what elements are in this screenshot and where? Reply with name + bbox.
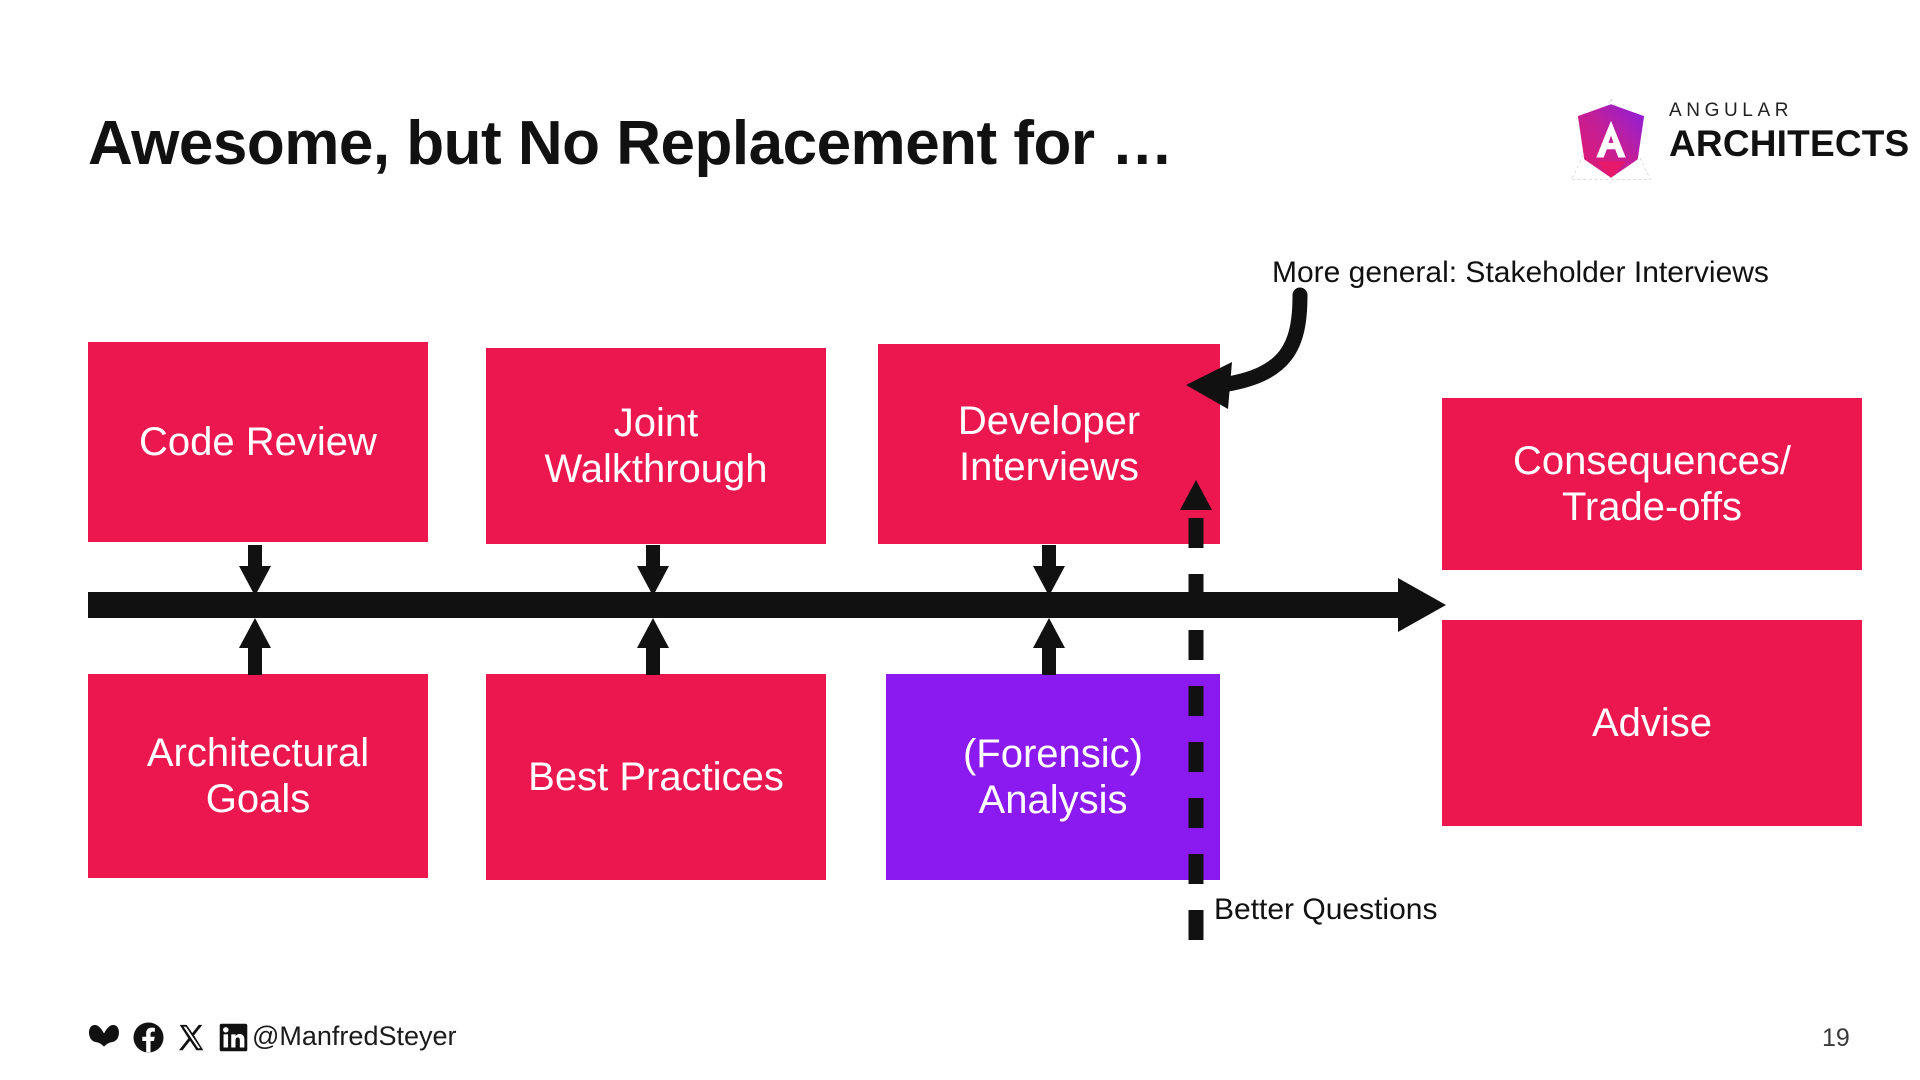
box-architectural-goals[interactable]: Architectural Goals — [88, 674, 428, 878]
up-arrow-icons — [239, 618, 1065, 675]
bluesky-icon[interactable] — [88, 1024, 120, 1052]
box-code-review[interactable]: Code Review — [88, 342, 428, 542]
page-title: Awesome, but No Replacement for … — [88, 109, 1173, 178]
annotation-stakeholder-interviews: More general: Stakeholder Interviews — [1272, 256, 1769, 289]
footer-social-icons — [88, 1022, 248, 1053]
box-consequences-trade-offs[interactable]: Consequences/ Trade-offs — [1442, 398, 1862, 570]
down-arrow-icons — [239, 545, 1065, 596]
logo-line-architects: ARCHITECTS — [1669, 123, 1910, 164]
box-joint-walkthrough[interactable]: Joint Walkthrough — [486, 348, 826, 544]
logo-line-angular: ANGULAR — [1669, 100, 1794, 121]
box-forensic-analysis[interactable]: (Forensic) Analysis — [886, 674, 1220, 880]
box-developer-interviews[interactable]: Developer Interviews — [878, 344, 1220, 544]
footer-handle: @ManfredSteyer — [252, 1021, 457, 1051]
box-advise[interactable]: Advise — [1442, 620, 1862, 826]
annotation-better-questions: Better Questions — [1214, 893, 1438, 926]
facebook-icon[interactable] — [133, 1022, 164, 1053]
angular-a-shield-icon — [1570, 97, 1652, 184]
page-number: 19 — [1822, 1024, 1850, 1052]
logo-wordmark: ANGULAR ARCHITECTS — [1669, 99, 1910, 165]
x-twitter-icon[interactable] — [177, 1023, 206, 1052]
angular-architects-logo: ANGULAR ARCHITECTS — [1565, 95, 1909, 187]
box-best-practices[interactable]: Best Practices — [486, 674, 826, 880]
timeline-arrow-icon — [88, 578, 1446, 632]
linkedin-icon[interactable] — [219, 1023, 248, 1052]
